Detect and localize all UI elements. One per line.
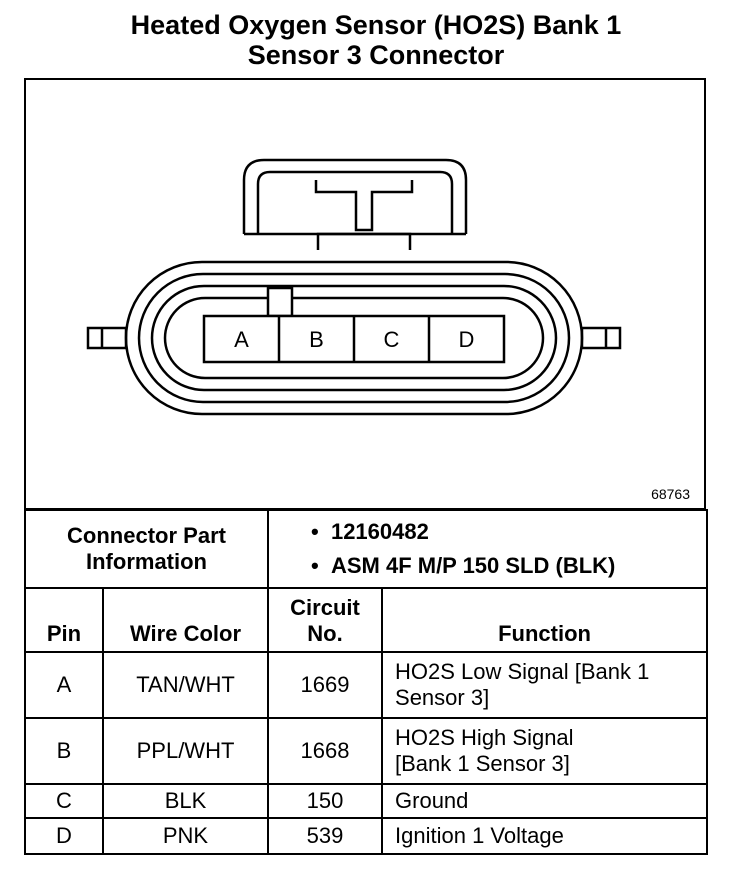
header-pin: Pin [24,587,104,653]
pin-cell: A [24,651,104,719]
table-row: B PPL/WHT 1668 HO2S High Signal [Bank 1 … [24,717,709,785]
circuit-cell: 539 [267,817,384,855]
key-notch [266,286,294,318]
part-description-item: • ASM 4F M/P 150 SLD (BLK) [311,553,616,578]
wire-color-cell: BLK [101,783,270,819]
part-info-row: Connector Part Information • 12160482 • … [23,509,709,589]
wire-color-cell: TAN/WHT [101,651,270,719]
connector-info-table: Connector Part Information • 12160482 • … [23,509,709,855]
pin-cavity-label-b: B [309,327,324,352]
part-number-item: • 12160482 [311,519,429,544]
circuit-cell: 150 [267,783,384,819]
pin-cavity-label-c: C [384,327,400,352]
part-info-values: • 12160482 • ASM 4F M/P 150 SLD (BLK) [267,509,709,589]
column-header-row: Pin Wire Color Circuit No. Function [24,587,709,653]
lock-tab-t [314,180,414,232]
circuit-cell: 1669 [267,651,384,719]
pin-cavity-label-d: D [459,327,475,352]
figure-number: 68763 [651,486,690,502]
lock-tab-inner [256,170,454,234]
circuit-cell: 1668 [267,717,384,785]
header-wire-color: Wire Color [101,587,270,653]
connector-shell-4 [163,296,545,380]
lock-tab-base [316,232,412,250]
header-circuit-no: Circuit No. [267,587,384,653]
title-line-1: Heated Oxygen Sensor (HO2S) Bank 1 [130,10,622,40]
pin-cell: C [24,783,104,819]
header-function: Function [381,587,709,653]
wire-color-cell: PPL/WHT [101,717,270,785]
connector-drawing: A B C D [86,158,622,416]
connector-shell-2 [137,272,571,404]
left-latch [86,326,128,350]
function-cell: Ignition 1 Voltage [381,817,709,855]
lock-tab-outer [242,158,468,234]
right-latch [580,326,622,350]
table-row: D PNK 539 Ignition 1 Voltage [24,817,709,855]
wire-color-cell: PNK [101,817,270,855]
diagram-title: Heated Oxygen Sensor (HO2S) Bank 1 Senso… [0,10,752,70]
connector-figure-frame: A B C D 68763 [24,78,706,510]
pin-cell: B [24,717,104,785]
table-row: C BLK 150 Ground [24,783,709,819]
function-cell: HO2S High Signal [Bank 1 Sensor 3] [381,717,709,785]
connector-shell-3 [150,284,558,392]
title-line-2: Sensor 3 Connector [247,40,505,70]
pin-cell: D [24,817,104,855]
function-cell: HO2S Low Signal [Bank 1 Sensor 3] [381,651,709,719]
pin-cavity-label-a: A [234,327,249,352]
function-cell: Ground [381,783,709,819]
part-info-label: Connector Part Information [23,509,270,589]
table-row: A TAN/WHT 1669 HO2S Low Signal [Bank 1 S… [24,651,709,719]
